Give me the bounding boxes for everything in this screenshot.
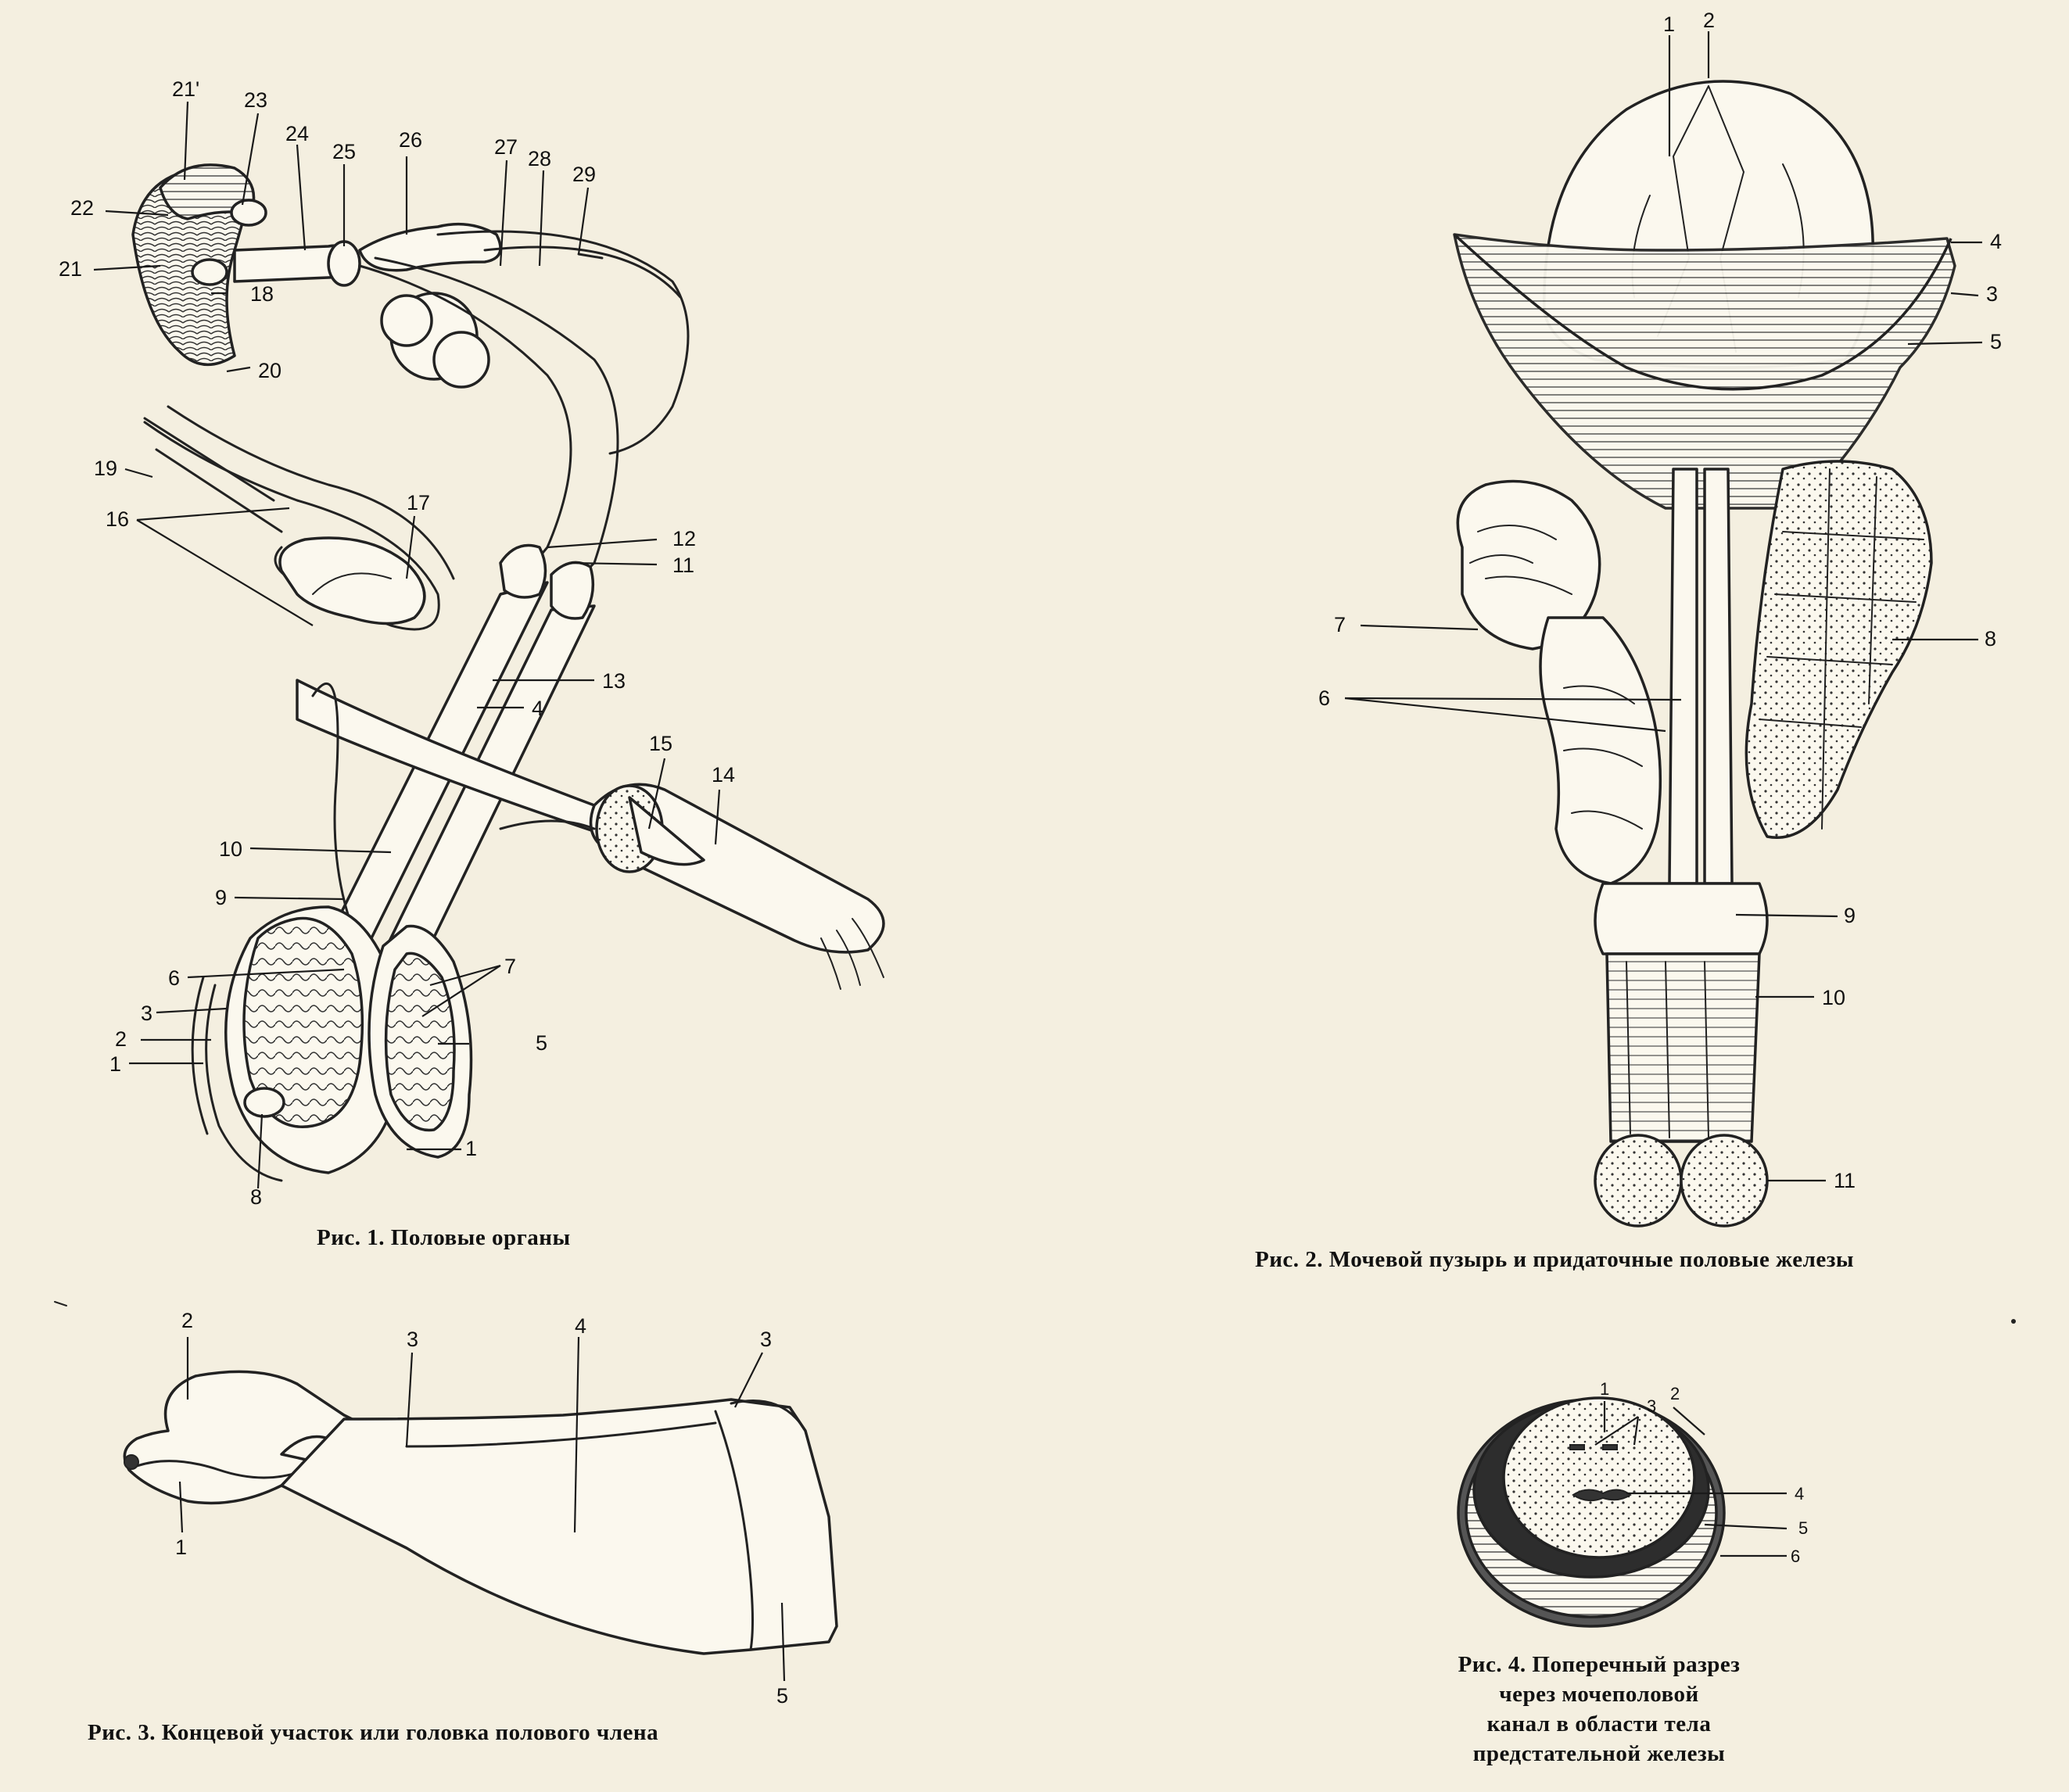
figure-4-labels: 1 3 2 4 5 6 xyxy=(1600,1379,1808,1566)
fig2-label: 11 xyxy=(1834,1169,1856,1192)
fig1-label: 1 xyxy=(109,1052,121,1076)
figure-4-caption-line: предстательной железы xyxy=(1472,1741,1726,1766)
fig1-label: 6 xyxy=(168,966,180,990)
fig3-label: 5 xyxy=(776,1684,788,1708)
figure-4-drawing xyxy=(1457,1396,1726,1628)
fig2-label: 3 xyxy=(1986,282,1998,306)
fig1-label: 18 xyxy=(250,282,274,306)
fig4-label: 2 xyxy=(1670,1384,1680,1403)
fig1-label: 17 xyxy=(407,491,430,514)
figure-2-leaders xyxy=(1344,31,1983,1182)
stray-dot xyxy=(2011,1319,2016,1324)
fig1-label: 26 xyxy=(399,128,422,152)
fig2-label: 6 xyxy=(1318,686,1330,710)
fig1-label: 19 xyxy=(94,457,117,480)
fig2-label: 8 xyxy=(1985,627,1996,650)
fig2-label: 2 xyxy=(1703,9,1715,32)
fig2-label: 4 xyxy=(1990,230,2002,253)
fig1-label: 9 xyxy=(215,886,227,909)
figure-1-leaders xyxy=(93,101,721,1189)
figure-4-caption-line: Рис. 4. Поперечный разрез xyxy=(1458,1652,1741,1677)
fig2-label: 7 xyxy=(1334,613,1346,636)
fig1-label: 12 xyxy=(672,527,696,550)
fig4-label: 1 xyxy=(1600,1379,1609,1399)
fig1-label: 22 xyxy=(70,196,94,220)
figure-2-drawing xyxy=(1453,80,1956,1228)
fig3-label: 4 xyxy=(575,1314,586,1338)
figure-1-drawing xyxy=(131,163,885,1182)
fig1-label: 21 xyxy=(59,257,82,281)
figure-3-leaders xyxy=(178,1336,786,1682)
fig3-label: 2 xyxy=(181,1309,193,1332)
figure-1-caption: Рис. 1. Половые органы xyxy=(317,1225,571,1250)
fig2-label: 10 xyxy=(1822,986,1845,1009)
fig1-label: 11 xyxy=(672,554,694,577)
fig2-label: 5 xyxy=(1990,330,2002,353)
fig1-label: 2 xyxy=(115,1027,127,1051)
fig1-label: 10 xyxy=(219,837,242,861)
fig1-label: 8 xyxy=(250,1185,262,1209)
fig3-label: 3 xyxy=(760,1328,772,1351)
fig4-label: 5 xyxy=(1798,1518,1808,1538)
fig4-label: 6 xyxy=(1791,1546,1800,1566)
figure-2-caption: Рис. 2. Мочевой пузырь и придаточные пол… xyxy=(1255,1247,1855,1272)
fig3-label: 1 xyxy=(175,1536,187,1559)
fig1-label: 1 xyxy=(465,1137,477,1160)
fig3-label: 3 xyxy=(407,1328,418,1351)
fig1-label: 14 xyxy=(712,763,735,787)
fig2-label: 9 xyxy=(1844,904,1856,927)
figure-4-caption: Рис. 4. Поперечный разрез через мочеполо… xyxy=(1435,1650,1763,1769)
fig1-label: 3 xyxy=(141,1002,152,1025)
fig1-label: 15 xyxy=(649,732,672,755)
fig1-label: 24 xyxy=(285,122,309,145)
fig2-label: 1 xyxy=(1663,13,1675,36)
fig1-label: 21' xyxy=(172,77,199,101)
fig1-label: 13 xyxy=(602,669,626,693)
fig1-label: 27 xyxy=(494,135,518,159)
fig4-label: 3 xyxy=(1647,1396,1656,1416)
fig1-label: 4 xyxy=(532,697,543,720)
figure-4-caption-line: через мочеполовой xyxy=(1499,1682,1699,1707)
figure-3-caption: Рис. 3. Концевой участок или головка пол… xyxy=(88,1720,659,1745)
figure-2-labels: 1 2 4 3 5 7 8 6 9 10 11 xyxy=(1318,9,2002,1192)
figure-3-labels: 2 3 4 3 1 5 xyxy=(175,1309,788,1708)
fig4-label: 4 xyxy=(1795,1484,1804,1503)
figure-4-caption-line: канал в области тела xyxy=(1486,1711,1712,1736)
fig1-label: 25 xyxy=(332,140,356,163)
figure-1-labels: 21' 23 24 25 26 27 28 29 22 21 18 20 19 … xyxy=(59,77,735,1209)
fig1-label: 5 xyxy=(536,1031,547,1055)
figure-3-drawing xyxy=(54,1301,838,1655)
fig1-label: 16 xyxy=(106,507,129,531)
fig1-label: 23 xyxy=(244,88,267,112)
fig1-label: 7 xyxy=(504,955,516,978)
fig1-label: 20 xyxy=(258,359,281,382)
fig1-label: 29 xyxy=(572,163,596,186)
fig1-label: 28 xyxy=(528,147,551,170)
figure-4-leaders xyxy=(1594,1401,1788,1557)
